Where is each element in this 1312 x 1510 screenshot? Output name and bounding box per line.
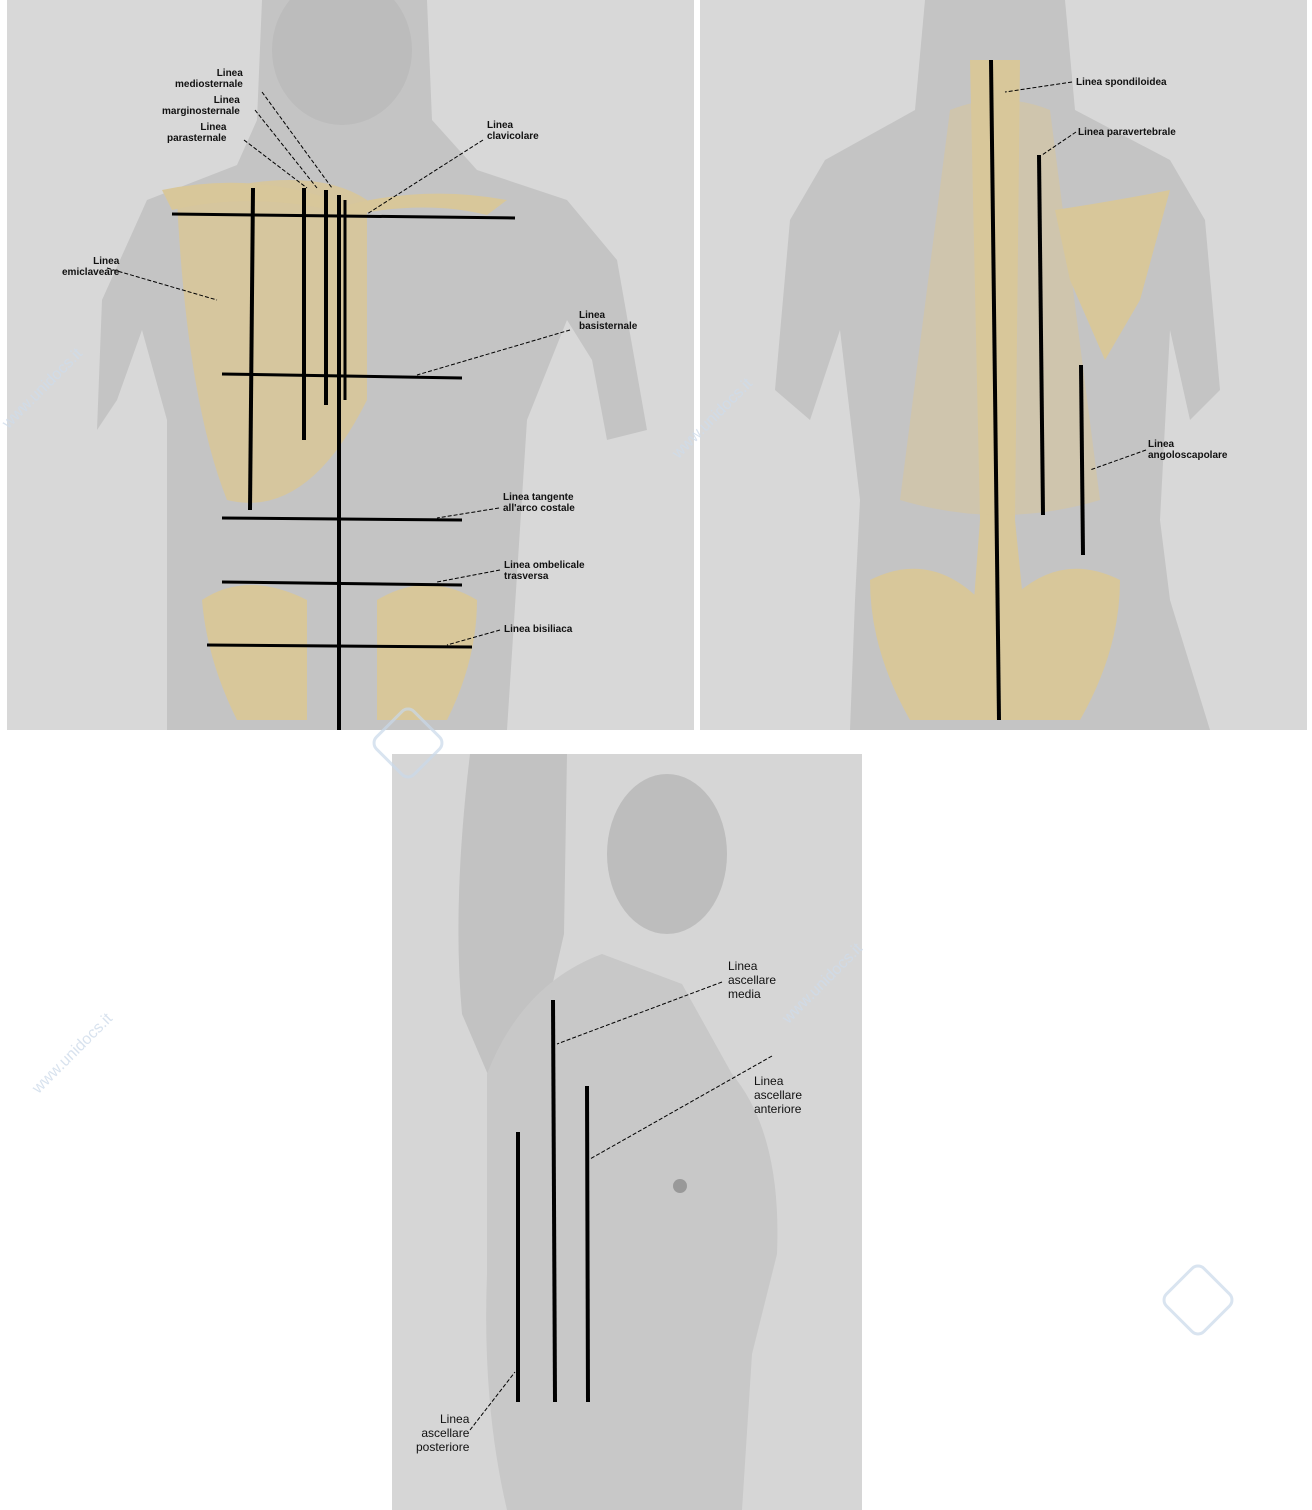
label-marginosternale: Linea marginosternale	[162, 95, 240, 117]
label-clavicolare: Linea clavicolare	[487, 120, 539, 142]
label-paravertebrale: Linea paravertebrale	[1078, 127, 1176, 138]
label-tangente-arco-costale: Linea tangente all'arco costale	[503, 492, 575, 514]
watermark-text: www.unidocs.it	[29, 1010, 117, 1098]
label-ascellare-anteriore: Linea ascellare anteriore	[754, 1074, 802, 1116]
side-torso-illustration	[392, 754, 862, 1510]
label-angoloscapolare: Linea angoloscapolare	[1148, 439, 1227, 461]
label-bisiliaca: Linea bisiliaca	[504, 624, 572, 635]
label-basisternale: Linea basisternale	[579, 310, 637, 332]
label-ombelicale-trasversa: Linea ombelicale trasversa	[504, 560, 585, 582]
front-torso-illustration	[7, 0, 694, 730]
back-view-panel: Linea spondiloidea Linea paravertebrale …	[700, 0, 1307, 730]
front-view-panel: Linea mediosternale Linea marginosternal…	[7, 0, 694, 730]
label-spondiloidea: Linea spondiloidea	[1076, 77, 1167, 88]
label-ascellare-posteriore: Linea ascellare posteriore	[416, 1412, 469, 1454]
back-torso-illustration	[700, 0, 1307, 730]
label-ascellare-media: Linea ascellare media	[728, 959, 776, 1001]
side-view-panel: Linea ascellare media Linea ascellare an…	[392, 754, 862, 1510]
label-emiclaveare: Linea emiclaveare	[62, 256, 119, 278]
label-mediosternale: Linea mediosternale	[175, 68, 243, 90]
watermark-logo-icon	[1158, 1260, 1237, 1339]
label-parasternale: Linea parasternale	[167, 122, 226, 144]
